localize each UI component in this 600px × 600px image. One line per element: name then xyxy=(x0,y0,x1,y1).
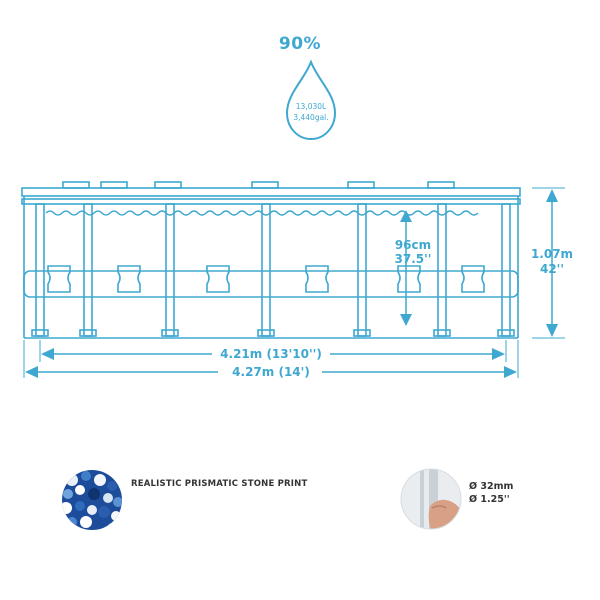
inner-width: 4.21m (13'10'') xyxy=(220,347,322,361)
stone-print-label: REALISTIC PRISMATIC STONE PRINT xyxy=(131,479,308,489)
water-depth-metric: 96cm xyxy=(395,238,431,252)
capacity-percent: 90% xyxy=(278,34,322,54)
height-metric: 1.07m xyxy=(531,247,573,261)
inner-width-arrow xyxy=(39,340,507,362)
water-depth-arrow xyxy=(400,210,412,326)
height-arrow xyxy=(532,187,565,339)
pool-frame xyxy=(21,181,521,339)
pipe-diameter-imperial: Ø 1.25'' xyxy=(469,494,510,505)
capacity-liters: 13,030L xyxy=(296,102,327,111)
outer-width-arrow xyxy=(23,340,519,378)
height-imperial: 42'' xyxy=(540,262,564,276)
pipe-diameter-metric: Ø 32mm xyxy=(469,481,514,492)
pipe-diameter: Ø 32mm Ø 1.25'' xyxy=(469,480,513,506)
water-drop-icon xyxy=(285,59,337,141)
outer-width: 4.27m (14') xyxy=(232,365,310,379)
capacity-gallons: 3,440gal. xyxy=(293,113,328,122)
pipe-detail-icon xyxy=(401,469,461,529)
water-depth-imperial: 37.5'' xyxy=(395,252,432,266)
stone-print-swatch-icon xyxy=(62,470,122,530)
